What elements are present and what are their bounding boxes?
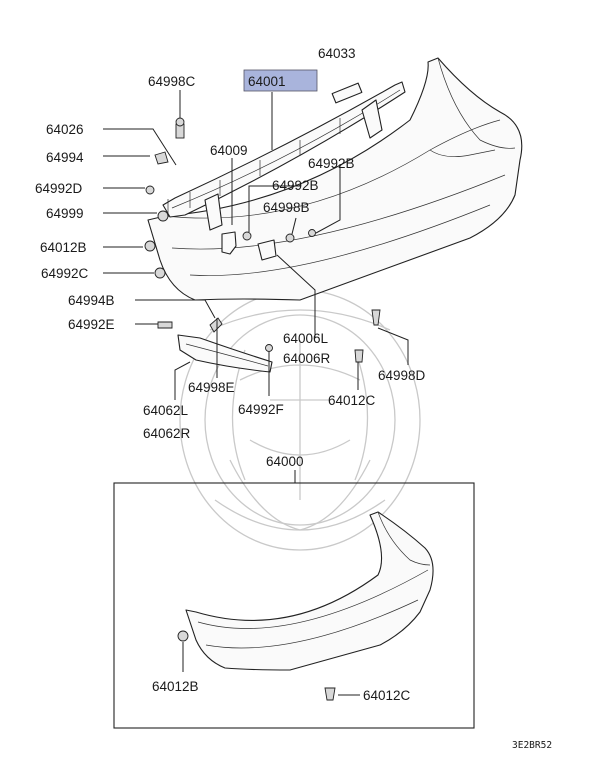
label-64009: 64009 — [210, 143, 248, 158]
label-64992E: 64992E — [68, 317, 115, 332]
label-64033: 64033 — [318, 46, 356, 61]
label-64062L: 64062L — [143, 403, 189, 418]
label-64994: 64994 — [46, 150, 84, 165]
label-64999: 64999 — [46, 206, 84, 221]
label-64026: 64026 — [46, 122, 84, 137]
label-64012C-upper: 64012C — [328, 393, 376, 408]
label-64012B-upper: 64012B — [40, 240, 87, 255]
label-64000: 64000 — [266, 454, 304, 469]
label-64992B-b: 64992B — [272, 178, 319, 193]
fasteners-upper — [144, 117, 381, 363]
label-64062R: 64062R — [143, 426, 191, 441]
label-64992D: 64992D — [35, 181, 83, 196]
label-64006R: 64006R — [283, 351, 331, 366]
part-64062-valance — [177, 334, 273, 373]
label-64992C: 64992C — [41, 266, 89, 281]
highlight-64001 — [243, 69, 318, 92]
label-64998D: 64998D — [378, 368, 426, 383]
label-64012C-lower: 64012C — [363, 688, 411, 703]
assembly-box-64000: 64000 64012B 64012C — [113, 454, 475, 729]
part-64033-pad — [331, 82, 363, 104]
label-64012B-lower: 64012B — [152, 679, 199, 694]
label-64006L: 64006L — [283, 331, 329, 346]
part-64006-bracket — [257, 239, 277, 261]
bumper-cover-upper — [147, 57, 523, 301]
bumper-assembly — [185, 511, 434, 671]
label-64001: 64001 — [248, 74, 286, 89]
label-64994B: 64994B — [68, 293, 115, 308]
label-64998C: 64998C — [148, 74, 196, 89]
label-64992F: 64992F — [238, 402, 284, 417]
label-64992B-a: 64992B — [308, 156, 355, 171]
part-64009-bracket — [221, 231, 237, 255]
diagram-code: 3E2BR52 — [512, 740, 552, 751]
leader-lines-upper — [103, 90, 409, 400]
label-64998B: 64998B — [263, 200, 310, 215]
label-64998E: 64998E — [188, 380, 235, 395]
bumper-reinforcement — [162, 81, 406, 231]
